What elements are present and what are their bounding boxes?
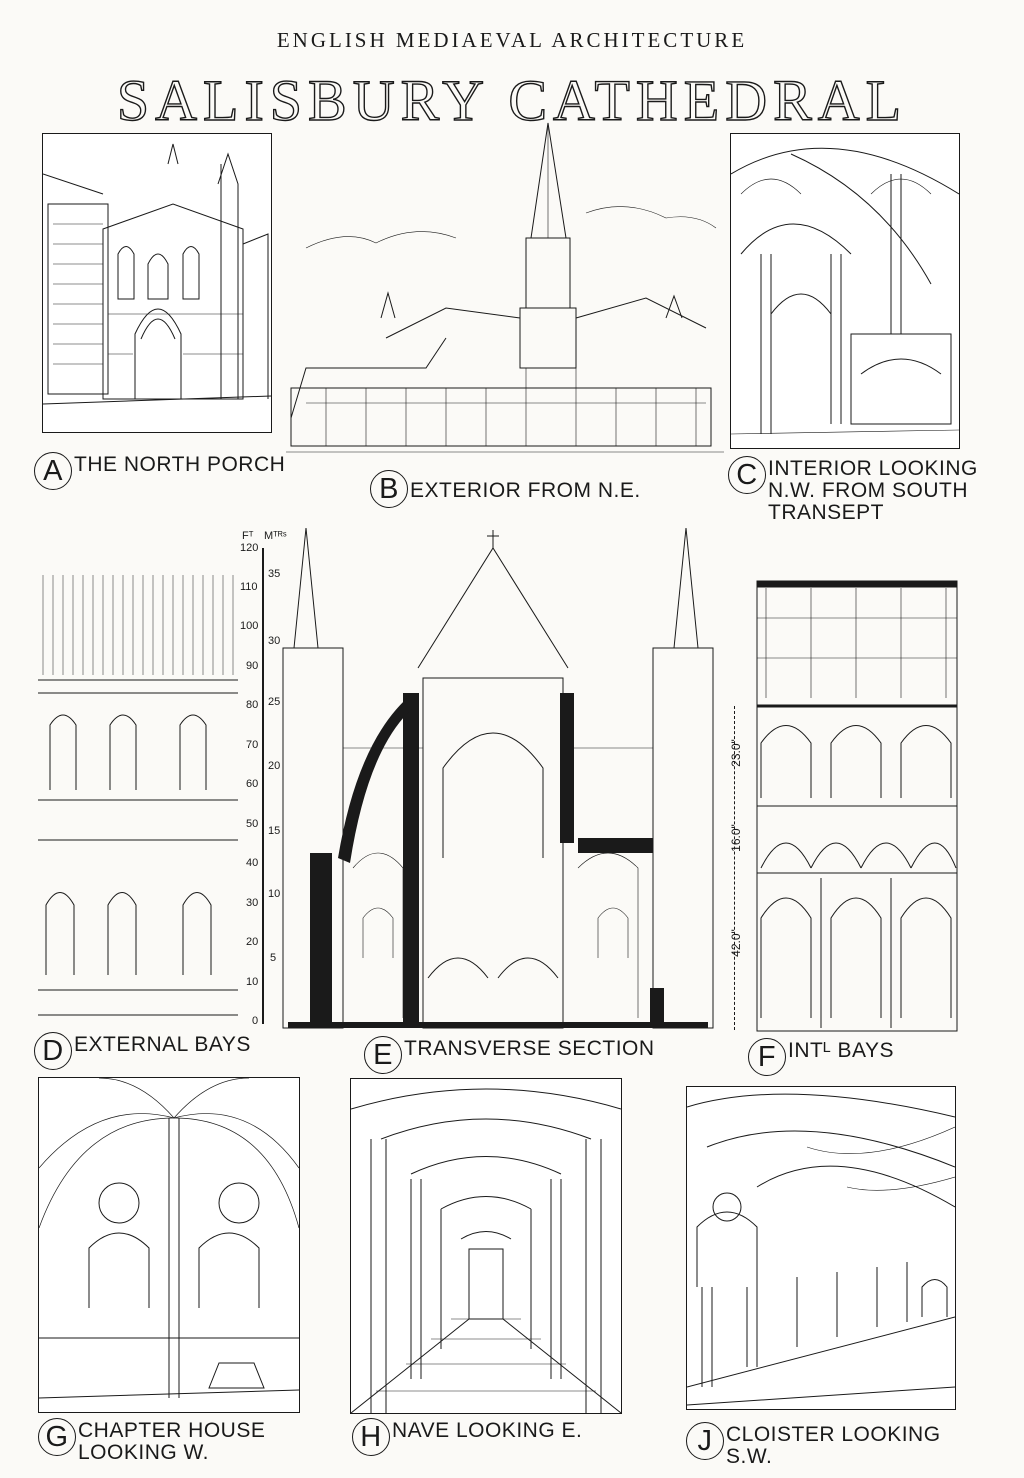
caption-line: CLOISTER LOOKING — [726, 1423, 941, 1446]
cloister-drawing — [686, 1086, 956, 1410]
scale-rule — [262, 548, 264, 1024]
page-header: ENGLISH MEDIAEVAL ARCHITECTURE — [276, 28, 748, 52]
label-g-badge: G — [38, 1418, 76, 1456]
metre-tick: 35 — [268, 568, 281, 580]
caption-line: CHAPTER HOUSE — [78, 1419, 266, 1442]
caption-line: INTERIOR LOOKING — [768, 457, 978, 480]
feet-tick: 110 — [240, 581, 258, 593]
feet-tick: 50 — [246, 818, 259, 830]
transverse-section-drawing — [278, 518, 718, 1032]
caption-nave: H NAVE LOOKING E. — [352, 1418, 582, 1456]
feet-tick: 100 — [240, 620, 259, 632]
internal-bays-drawing — [756, 578, 958, 1032]
caption-line: EXTERIOR FROM N.E. — [410, 479, 641, 502]
scale-bar: Fᵀ Mᵀᴿˢ 120 110 100 90 80 70 60 50 40 30… — [232, 520, 292, 1032]
label-d-badge: D — [34, 1032, 72, 1070]
metre-tick: 10 — [268, 888, 281, 900]
caption-line: NAVE LOOKING E. — [392, 1419, 583, 1442]
page-title: SALISBURY CATHEDRAL — [116, 68, 908, 133]
caption-interior-nw: C INTERIOR LOOKING N.W. FROM SOUTH TRANS… — [728, 456, 978, 524]
label-a-badge: A — [34, 452, 72, 490]
feet-tick: 70 — [246, 739, 259, 751]
dimension-middle: 16.0" — [728, 824, 743, 852]
caption-line: S.W. — [726, 1445, 773, 1468]
label-h-badge: H — [352, 1418, 390, 1456]
chapter-house-drawing — [38, 1077, 300, 1413]
caption-internal-bays: F INTᴸ BAYS — [748, 1038, 894, 1076]
feet-tick: 0 — [252, 1015, 259, 1027]
metre-tick: 20 — [268, 760, 281, 772]
caption-line: EXTERNAL BAYS — [74, 1033, 251, 1056]
north-porch-drawing — [42, 133, 272, 433]
label-j-badge: J — [686, 1422, 724, 1460]
caption-north-porch: A THE NORTH PORCH — [34, 452, 285, 490]
caption-transverse-section: E TRANSVERSE SECTION — [364, 1036, 655, 1074]
feet-tick: 90 — [246, 660, 259, 672]
dimension-upper: 23.0" — [728, 739, 743, 767]
height-dimensions: 23.0" 16.0" 42.0" — [722, 706, 756, 1034]
external-bays-drawing — [38, 575, 238, 1021]
caption-cloister: J CLOISTER LOOKING S.W. — [686, 1422, 941, 1468]
label-b-badge: B — [370, 470, 408, 508]
interior-nw-drawing — [730, 133, 960, 449]
feet-tick: 80 — [246, 699, 259, 711]
label-e-badge: E — [364, 1036, 402, 1074]
caption-line: INTᴸ BAYS — [788, 1039, 895, 1062]
caption-exterior-ne: B EXTERIOR FROM N.E. — [370, 470, 641, 508]
metre-tick: 5 — [270, 952, 277, 964]
feet-unit-label: Fᵀ — [242, 530, 254, 542]
metres-unit-label: Mᵀᴿˢ — [264, 530, 287, 542]
label-f-badge: F — [748, 1038, 786, 1076]
label-c-badge: C — [728, 456, 766, 494]
caption-external-bays: D EXTERNAL BAYS — [34, 1032, 251, 1070]
caption-line: THE NORTH PORCH — [74, 453, 286, 476]
caption-line: TRANSEPT — [768, 501, 885, 524]
caption-chapter-house: G CHAPTER HOUSE LOOKING W. — [38, 1418, 265, 1464]
caption-line: LOOKING W. — [78, 1441, 210, 1464]
exterior-ne-drawing — [286, 118, 724, 458]
feet-tick: 60 — [246, 778, 259, 790]
dimension-lower: 42.0" — [728, 929, 743, 957]
feet-tick: 20 — [246, 936, 259, 948]
dimension-rule — [734, 706, 736, 1030]
metre-tick: 30 — [268, 635, 281, 647]
caption-line: TRANSVERSE SECTION — [404, 1037, 655, 1060]
caption-line: N.W. FROM SOUTH — [768, 479, 968, 502]
feet-tick: 40 — [246, 857, 259, 869]
feet-tick: 10 — [246, 976, 259, 988]
nave-drawing — [350, 1078, 622, 1414]
feet-tick: 30 — [246, 897, 259, 909]
metre-tick: 25 — [268, 696, 281, 708]
feet-tick: 120 — [240, 542, 259, 554]
metre-tick: 15 — [268, 825, 281, 837]
